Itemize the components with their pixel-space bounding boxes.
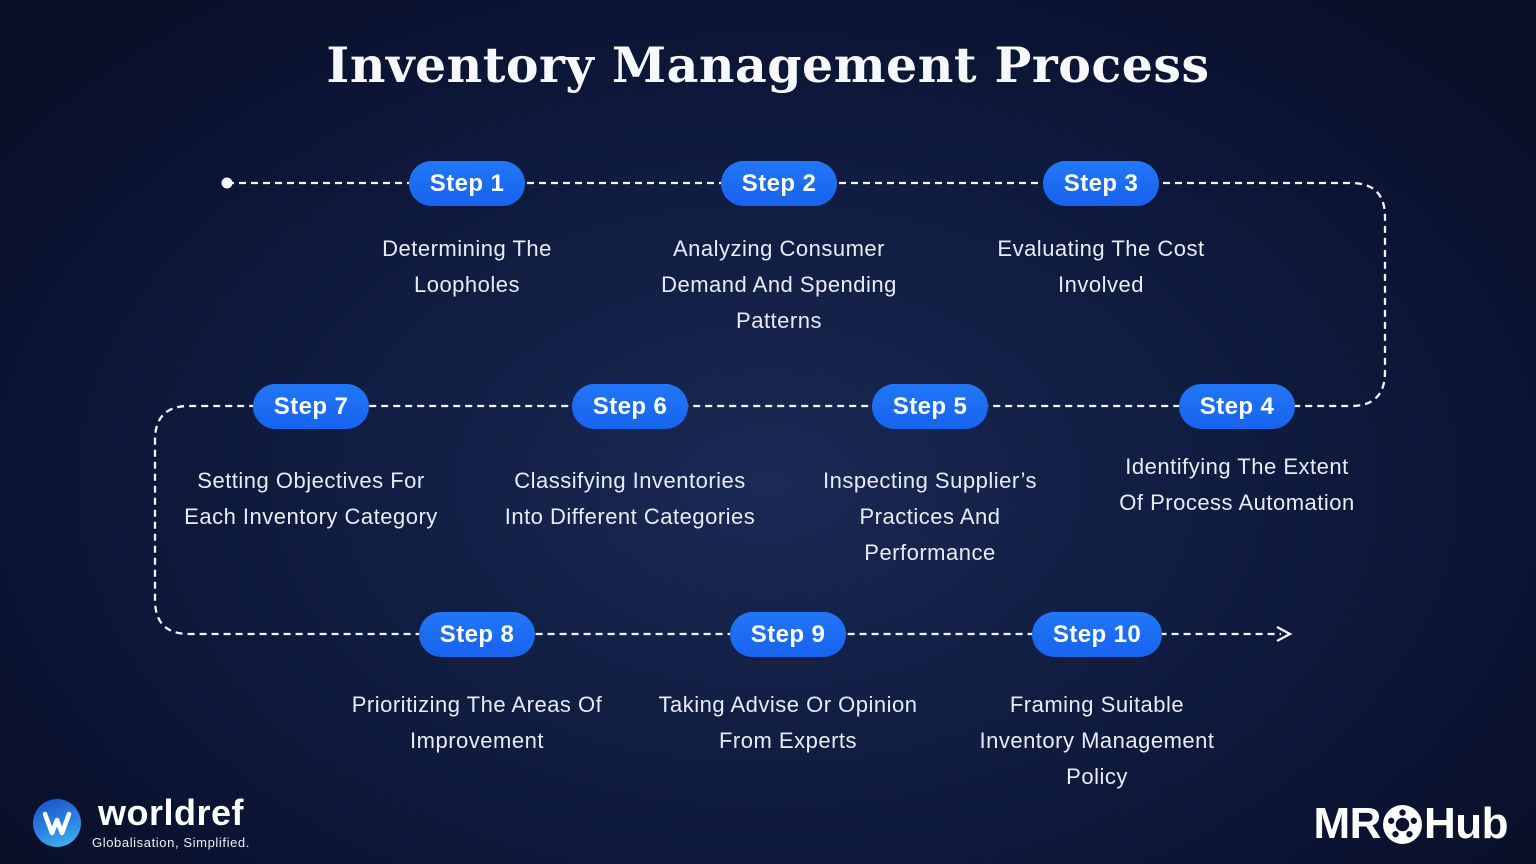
step-7-description: Setting Objectives For Each Inventory Ca…	[184, 468, 438, 529]
step-1-pill: Step 1	[408, 161, 526, 206]
step-6-pill: Step 6	[571, 384, 689, 429]
step-3-description: Evaluating The Cost Involved	[997, 236, 1205, 297]
worldref-logo: worldref Globalisation, Simplified.	[33, 795, 250, 850]
step-9-description: Taking Advise Or Opinion From Experts	[658, 692, 918, 753]
step-2: Step 2 Analyzing Consumer Demand And Spe…	[609, 161, 949, 339]
step-7: Step 7 Setting Objectives For Each Inven…	[141, 384, 481, 535]
flow-end-arrow-icon	[1276, 625, 1293, 643]
step-3: Step 3 Evaluating The Cost Involved	[931, 161, 1271, 303]
step-5-pill: Step 5	[871, 384, 989, 429]
mrohub-logo: MR Hub	[1313, 799, 1509, 849]
step-1-description: Determining The Loopholes	[382, 236, 552, 297]
step-1: Step 1 Determining The Loopholes	[297, 161, 637, 303]
step-5: Step 5 Inspecting Supplier’s Practices A…	[760, 384, 1100, 571]
step-10: Step 10 Framing Suitable Inventory Manag…	[927, 612, 1267, 795]
step-8: Step 8 Prioritizing The Areas Of Improve…	[307, 612, 647, 759]
flow-dashed-path	[153, 181, 1387, 636]
step-9-pill: Step 9	[729, 612, 847, 657]
step-10-pill: Step 10	[1031, 612, 1163, 657]
worldref-text: worldref Globalisation, Simplified.	[92, 792, 250, 851]
worldref-logo-icon	[33, 798, 81, 847]
step-6-description: Classifying Inventories Into Different C…	[504, 468, 756, 529]
worldref-w-icon	[42, 811, 72, 835]
step-7-pill: Step 7	[252, 384, 370, 429]
worldref-name: worldref	[97, 792, 244, 833]
mrohub-flange-icon	[1382, 804, 1422, 844]
mrohub-prefix: MR	[1313, 799, 1382, 848]
step-8-pill: Step 8	[418, 612, 536, 657]
step-4-pill: Step 4	[1178, 384, 1296, 429]
mrohub-suffix: Hub	[1423, 799, 1509, 848]
step-3-pill: Step 3	[1042, 161, 1160, 206]
step-2-pill: Step 2	[720, 161, 838, 206]
page-title: Inventory Management Process	[326, 36, 1210, 94]
step-10-description: Framing Suitable Inventory Management Po…	[979, 692, 1215, 789]
worldref-tagline: Globalisation, Simplified.	[92, 835, 250, 850]
step-9: Step 9 Taking Advise Or Opinion From Exp…	[618, 612, 958, 759]
step-6: Step 6 Classifying Inventories Into Diff…	[460, 384, 800, 535]
step-8-description: Prioritizing The Areas Of Improvement	[351, 692, 603, 753]
step-2-description: Analyzing Consumer Demand And Spending P…	[661, 236, 897, 333]
step-5-description: Inspecting Supplier’s Practices And Perf…	[823, 468, 1037, 565]
step-4-description: Identifying The Extent Of Process Automa…	[1119, 454, 1355, 515]
step-4: Step 4 Identifying The Extent Of Process…	[1067, 384, 1407, 521]
